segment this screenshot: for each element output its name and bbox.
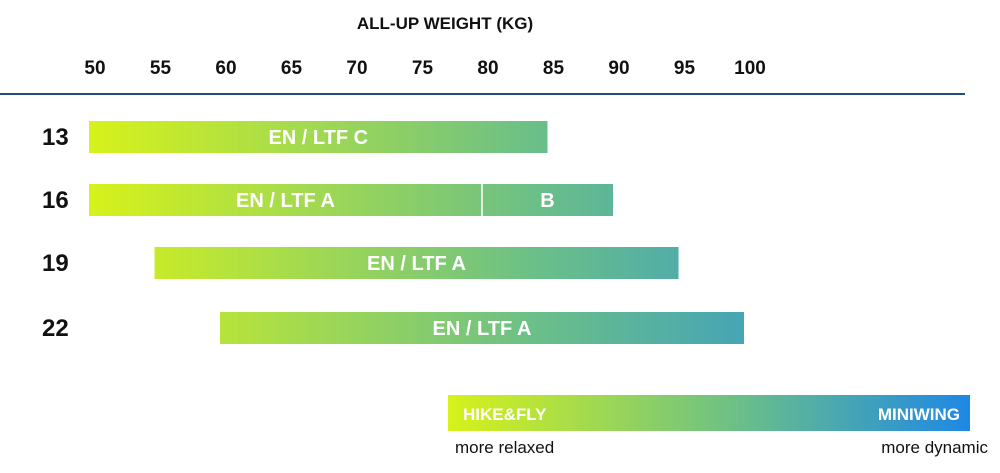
size-row: 22 EN / LTF A: [42, 312, 744, 344]
certification-label: EN / LTF A: [236, 190, 335, 212]
x-tick-label: 80: [477, 58, 498, 79]
certification-label: EN / LTF C: [268, 127, 368, 149]
x-tick-label: 95: [674, 58, 696, 79]
size-label: 13: [42, 124, 69, 151]
certification-label: EN / LTF A: [433, 318, 532, 340]
x-tick-label: 100: [734, 58, 766, 79]
x-tick-label: 55: [150, 58, 172, 79]
size-row: 13 EN / LTF C: [42, 121, 548, 153]
certification-label: EN / LTF A: [367, 253, 466, 275]
legend-left-label: HIKE&FLY: [463, 405, 547, 424]
scale-legend-bar: [448, 395, 970, 431]
scale-legend: HIKE&FLY MINIWING more relaxed more dyna…: [448, 395, 988, 457]
legend-right-caption: more dynamic: [881, 438, 988, 457]
legend-right-label: MINIWING: [878, 405, 960, 424]
size-label: 16: [42, 187, 69, 214]
range-bar: [89, 184, 613, 216]
x-tick-label: 70: [346, 58, 367, 79]
size-label: 19: [42, 250, 69, 277]
certification-label: B: [540, 190, 554, 212]
chart-title: ALL-UP WEIGHT (KG): [357, 14, 533, 33]
x-tick-label: 65: [281, 58, 303, 79]
range-bar: [89, 121, 548, 153]
size-row: 16 EN / LTF A B: [42, 184, 613, 216]
range-bar: [220, 312, 744, 344]
x-tick-label: 90: [608, 58, 629, 79]
x-tick-label: 75: [412, 58, 434, 79]
x-axis-ticks: 50 55 60 65 70 75 80 85 90 95 100: [84, 58, 765, 79]
x-tick-label: 60: [215, 58, 236, 79]
legend-left-caption: more relaxed: [455, 438, 554, 457]
x-tick-label: 50: [84, 58, 105, 79]
size-rows: 13 EN / LTF C 16 EN / LTF A B 19 EN / LTF A 22 E…: [42, 121, 744, 344]
size-label: 22: [42, 315, 69, 342]
x-tick-label: 85: [543, 58, 565, 79]
range-bar: [154, 247, 679, 279]
size-row: 19 EN / LTF A: [42, 247, 679, 279]
